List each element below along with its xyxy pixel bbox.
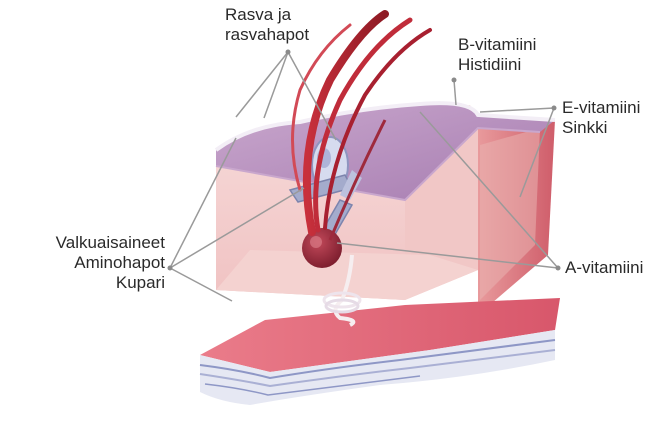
label-fats-line2: rasvahapot [225,25,309,45]
label-e-vitamins: E-vitamiini Sinkki [562,98,640,138]
label-fats: Rasva ja rasvahapot [225,5,309,45]
label-b-vitamin: B-vitamiini [458,35,536,55]
label-proteins: Valkuaisaineet Aminohapot Kupari [0,233,165,293]
hair-bulb [302,228,342,268]
label-copper: Kupari [0,273,165,293]
label-a-vitamin: A-vitamiini [565,258,643,278]
hair-papilla [310,236,322,248]
label-e-vitamin: E-vitamiini [562,98,640,118]
label-amino-acids: Aminohapot [0,253,165,273]
label-proteins-line: Valkuaisaineet [0,233,165,253]
label-fats-line1: Rasva ja [225,5,309,25]
label-histidine: Histidiini [458,55,536,75]
label-b-vitamins: B-vitamiini Histidiini [458,35,536,75]
label-zinc: Sinkki [562,118,640,138]
